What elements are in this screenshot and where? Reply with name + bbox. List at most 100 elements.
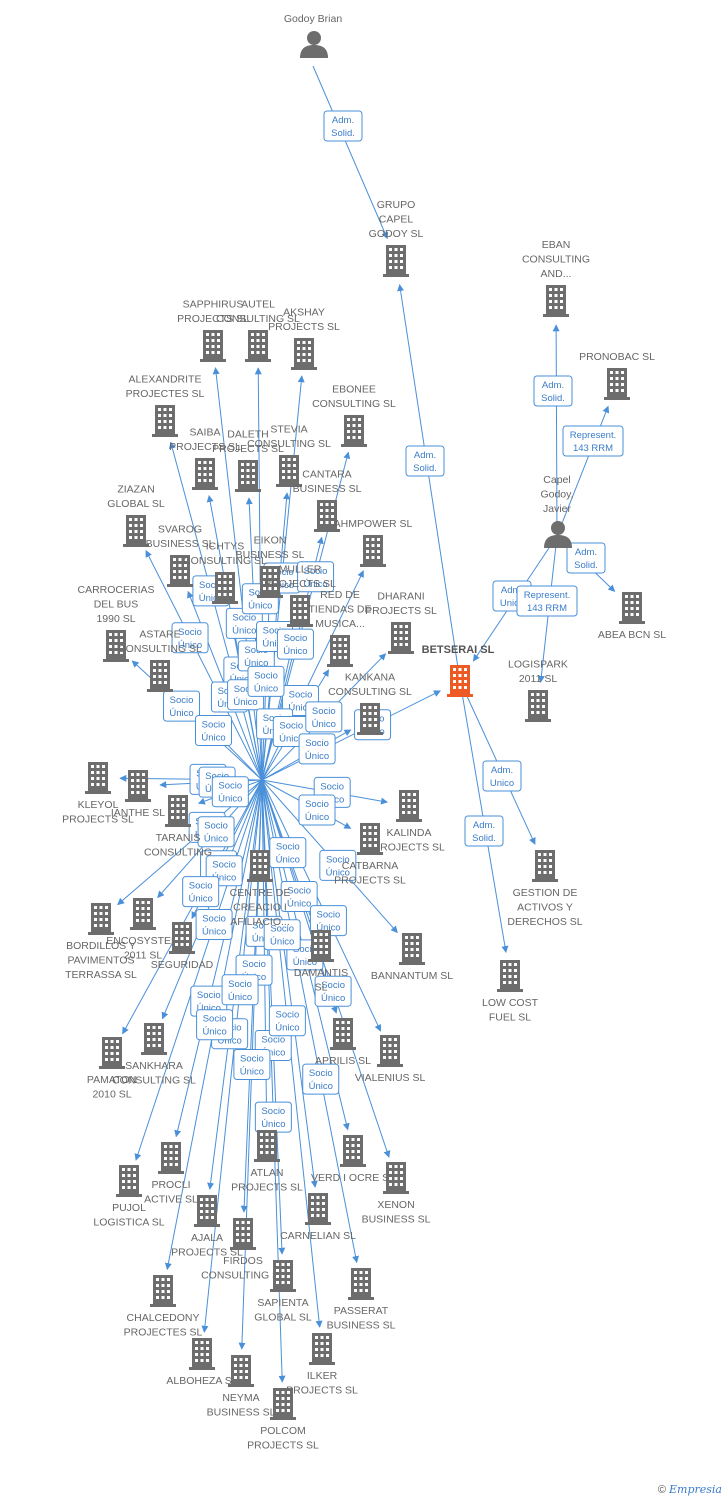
edge-label-adm-solid[interactable]: Adm.Solid. bbox=[533, 375, 573, 407]
edge-label-adm-solid[interactable]: Adm.Solid. bbox=[323, 110, 363, 142]
node-bannantum[interactable]: BANNANTUM SL bbox=[371, 933, 453, 982]
node-alboheza[interactable]: ALBOHEZA SL bbox=[166, 1338, 238, 1387]
edge-label-adm-unico[interactable]: Adm.Unico bbox=[482, 760, 522, 792]
edge-label-adm-solid[interactable]: Adm.Solid. bbox=[405, 445, 445, 477]
node-carnelian[interactable]: CARNELIAN SL bbox=[280, 1193, 356, 1242]
edge-label-represent[interactable]: Represent.143 RRM bbox=[562, 425, 624, 457]
node-aprilis[interactable]: APRILIS SL bbox=[315, 1018, 371, 1067]
node-ianthe[interactable]: IANTHE SL bbox=[111, 770, 165, 819]
edge-label-text: Represent. bbox=[524, 590, 570, 601]
edge-label-adm-solid[interactable]: Adm.Solid. bbox=[464, 815, 504, 847]
node-pronobac[interactable]: PRONOBAC SL bbox=[579, 351, 655, 400]
edge-label-represent[interactable]: Represent.143 RRM bbox=[516, 585, 578, 617]
node-seguridad[interactable]: SEGURIDAD bbox=[151, 922, 214, 971]
node-label: TIENDAS DE bbox=[308, 604, 371, 616]
node-label: PROJECTS SL bbox=[365, 605, 437, 617]
node-vialenius[interactable]: VIALENIUS SL bbox=[355, 1035, 426, 1084]
brand-name[interactable]: Empresia bbox=[669, 1483, 722, 1496]
node-verdiocre[interactable]: VERD I OCRE SL bbox=[311, 1135, 395, 1184]
node-ahmpower[interactable]: AHMPOWER SL bbox=[334, 518, 413, 567]
edge-label-text: Único bbox=[305, 751, 329, 762]
node-eban[interactable]: EBANCONSULTINGAND... bbox=[522, 239, 590, 317]
node-abea[interactable]: ABEA BCN SL bbox=[598, 592, 666, 641]
node-godoy[interactable]: Godoy Brian bbox=[284, 13, 343, 58]
node-label: ABEA BCN SL bbox=[598, 629, 666, 641]
node-betserai[interactable]: BETSERAI SL bbox=[422, 644, 495, 697]
edge-label-adm-solid[interactable]: Adm.Solid. bbox=[566, 542, 606, 574]
